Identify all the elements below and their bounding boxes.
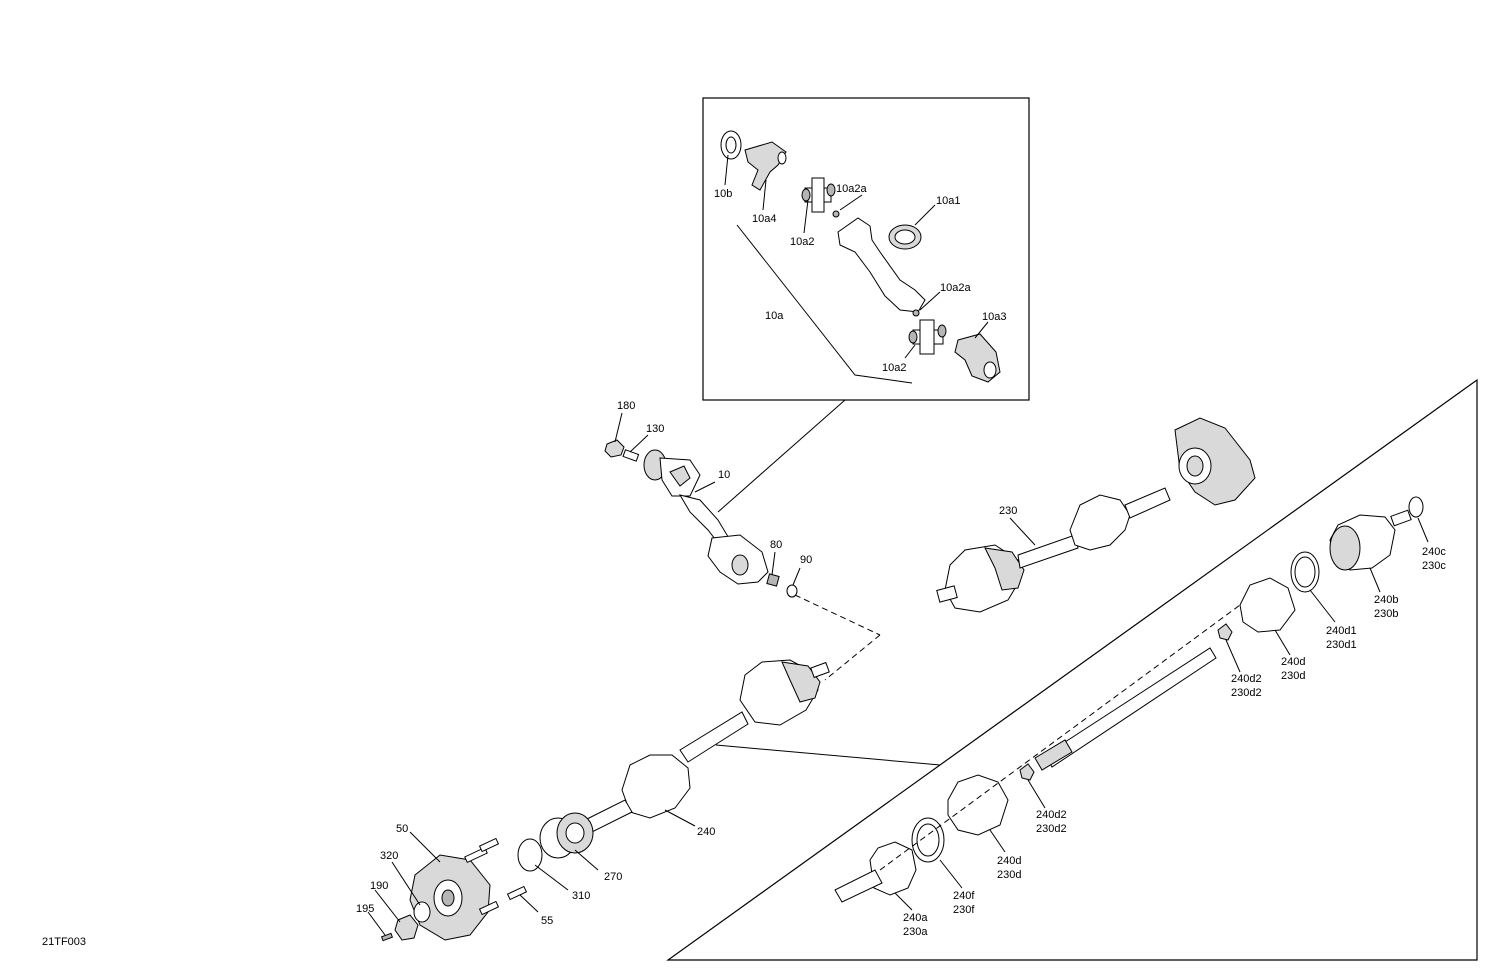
axle-detail-leaders [894,517,1429,911]
label-130: 130 [646,423,664,435]
label-240d2-mid: 240d2 [1036,809,1067,821]
label-310: 310 [572,890,590,902]
label-240a: 240a [903,912,928,924]
label-10b: 10b [714,188,732,200]
label-240d-mid: 240d [997,855,1021,867]
axle-detail-axis [879,604,1241,871]
label-230f: 230f [953,904,975,916]
label-230d1: 230d1 [1326,639,1357,651]
label-10a2a-mid: 10a2a [940,282,971,294]
label-240b: 240b [1374,594,1398,606]
callout-labels: 10b 10a4 10a2 10a2a 10a1 10a 10a2a 10a3 … [42,183,1446,948]
label-190: 190 [370,880,388,892]
label-50: 50 [396,823,408,835]
driveshaft-assembly [604,439,798,598]
label-10a2a-top: 10a2a [836,183,867,195]
label-230c: 230c [1422,560,1446,572]
label-240d1: 240d1 [1326,625,1357,637]
label-80: 80 [770,539,782,551]
label-10a3: 10a3 [982,311,1006,323]
label-240f: 240f [953,890,975,902]
label-240d2-right: 240d2 [1231,673,1262,685]
label-180: 180 [617,400,635,412]
label-90: 90 [800,554,812,566]
inset-leader-lines [724,154,989,384]
label-10: 10 [718,469,730,481]
diagram-code: 21TF003 [42,936,86,948]
label-240c: 240c [1422,546,1446,558]
driveshaft-leaders [614,412,801,586]
assembly-axis-2 [824,634,881,681]
label-10a: 10a [765,310,784,322]
inset-parts [720,130,1001,383]
driveshaft-detail-frame [702,97,1030,401]
label-10a1: 10a1 [936,195,960,207]
label-10a2-top: 10a2 [790,236,814,248]
label-230d2-right: 230d2 [1231,687,1262,699]
label-230d2-mid: 230d2 [1036,823,1067,835]
label-230a: 230a [903,926,928,938]
label-270: 270 [604,871,622,883]
axle-detail-parts [834,496,1424,903]
label-240: 240 [697,826,715,838]
lower-axle-leader [664,809,696,827]
detail-callout-line [717,399,846,513]
label-55: 55 [541,915,553,927]
label-230b: 230b [1374,608,1398,620]
label-195: 195 [356,903,374,915]
axle-callout-line [715,744,941,766]
upper-axle-assembly [936,417,1256,613]
label-240d-right: 240d [1281,656,1305,668]
axle-detail-frame [666,378,1478,961]
label-10a2-bot: 10a2 [882,362,906,374]
lower-axle-assembly [584,659,830,833]
label-230d-mid: 230d [997,869,1021,881]
assembly-axis [794,594,881,636]
hub-leaders [367,831,599,936]
upper-axle-leader [1009,517,1036,546]
label-230: 230 [999,505,1017,517]
label-320: 320 [380,850,398,862]
hub-assembly [380,812,594,942]
label-10a4: 10a4 [752,213,776,225]
label-230d-right: 230d [1281,670,1305,682]
